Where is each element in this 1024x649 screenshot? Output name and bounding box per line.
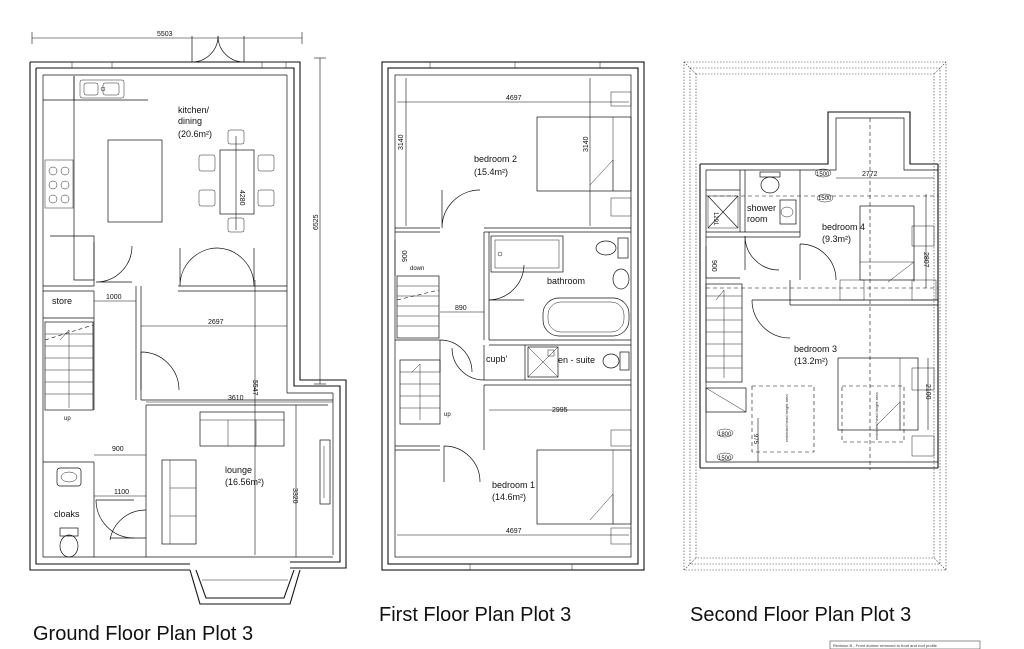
dim-shower-width: 1291 — [712, 212, 718, 226]
dim-ground-width: 5503 — [157, 31, 173, 38]
dim-low-height: 975 — [752, 434, 758, 445]
dim-first-stair-width: 900 — [402, 250, 409, 262]
first-floor-plan: 4697 3140 3140 bedroom 2 (15.4m²) bathro… — [379, 61, 645, 626]
label-stair-up-first: up — [444, 412, 451, 418]
dim-landing: 890 — [455, 305, 467, 312]
label-lounge-area: (16.56m²) — [225, 477, 264, 487]
dim-kitchen-height: 4280 — [238, 190, 245, 206]
label-stair-up-ground: up — [64, 416, 71, 422]
dim-bed2-width: 4697 — [506, 95, 522, 102]
dim-cloaks-width: 900 — [112, 446, 124, 453]
label-bedroom2: bedroom 2 — [474, 154, 517, 164]
label-cupboard: cupb' — [486, 354, 508, 364]
label-bedroom3: bedroom 3 — [794, 344, 837, 354]
label-ensuite: en - suite — [558, 355, 595, 365]
ground-floor-plan: 5503 6525 4280 kitchen/ dining (20. — [29, 31, 347, 645]
dim-bottom-width: 4697 — [506, 528, 522, 535]
second-floor-plan: 1291 shower room 1500 1500 2772 2807 bed… — [683, 61, 947, 626]
label-kitchen-2: dining — [178, 116, 202, 126]
dim-bed4-width: 2772 — [862, 171, 878, 178]
dim-hall-width: 2697 — [208, 319, 224, 326]
label-bedroom2-area: (15.4m²) — [474, 167, 508, 177]
label-kitchen-1: kitchen/ — [178, 105, 210, 115]
dim-lounge-width: 3610 — [228, 395, 244, 402]
dim-store-width: 1000 — [106, 294, 122, 301]
note-restricted-b: restricted head height area — [874, 392, 879, 440]
label-bedroom4-area: (9.3m²) — [822, 234, 851, 244]
label-bedroom1-area: (14.6m²) — [492, 492, 526, 502]
label-stair-down: down — [410, 266, 424, 272]
dim-ground-depth: 6525 — [313, 214, 320, 230]
dim-bed2-depth-left: 3140 — [398, 134, 405, 150]
dim-rooflight-d: 1500 — [718, 456, 732, 462]
label-bedroom3-area: (13.2m²) — [794, 356, 828, 366]
dim-rooflight-c: 1800 — [718, 432, 732, 438]
note-restricted-a: restricted head height area — [784, 394, 789, 442]
dim-bed2-depth-right: 3140 — [583, 136, 590, 152]
dim-bed3-depth: 2100 — [924, 384, 931, 400]
dim-bed4-depth: 2807 — [922, 252, 929, 268]
label-store: store — [52, 296, 72, 306]
label-bathroom: bathroom — [547, 276, 585, 286]
dim-second-stair-width: 900 — [710, 260, 717, 272]
revision-note: Revision B - Front dormer removed to fro… — [833, 643, 938, 648]
title-first-floor: First Floor Plan Plot 3 — [379, 604, 571, 626]
label-shower-2: room — [747, 214, 768, 224]
dim-lounge-depth: 3320 — [291, 488, 298, 504]
dim-bed1-width: 2995 — [552, 407, 568, 414]
dim-cloaks-door: 1100 — [114, 489, 129, 496]
label-shower-1: shower — [747, 203, 776, 213]
dim-rooflight-b: 1500 — [818, 196, 832, 202]
dim-hall-depth: 5547 — [251, 380, 258, 396]
title-second-floor: Second Floor Plan Plot 3 — [690, 604, 911, 626]
dim-rooflight-a: 1500 — [816, 172, 830, 178]
label-kitchen-area: (20.6m²) — [178, 129, 212, 139]
label-cloaks: cloaks — [54, 509, 80, 519]
label-lounge: lounge — [225, 465, 252, 475]
title-ground-floor: Ground Floor Plan Plot 3 — [33, 623, 253, 645]
label-bedroom4: bedroom 4 — [822, 222, 865, 232]
label-bedroom1: bedroom 1 — [492, 480, 535, 490]
